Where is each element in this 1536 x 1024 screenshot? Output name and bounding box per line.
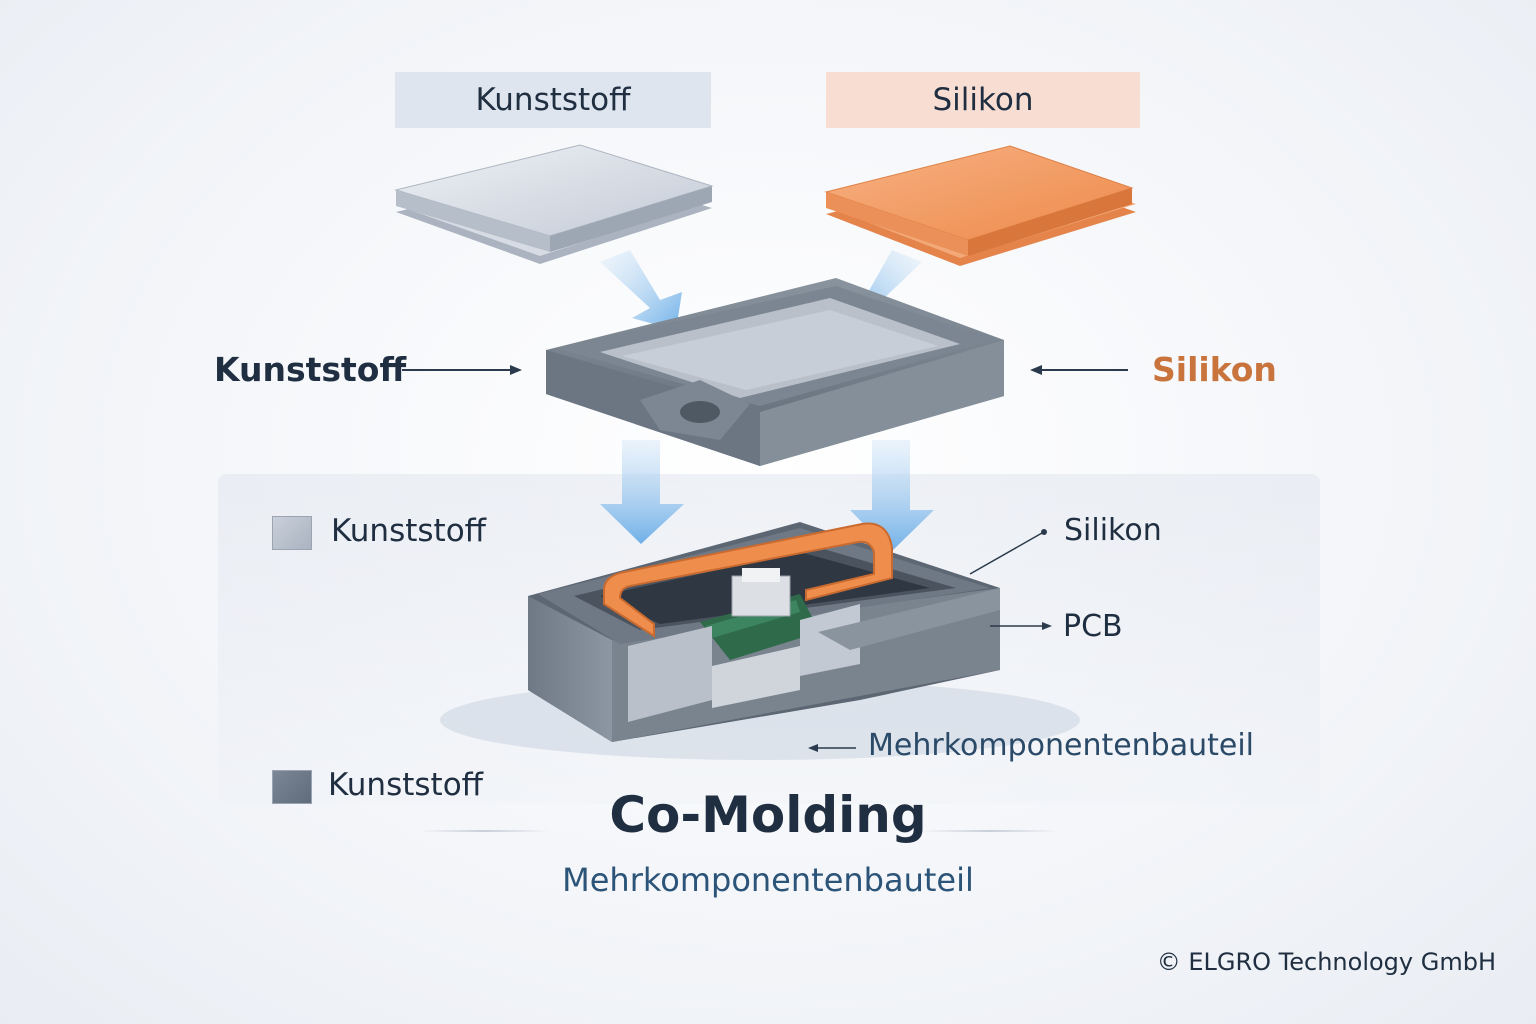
callout-pcb: PCB — [1063, 609, 1123, 644]
legend-label-light: Kunststoff — [331, 513, 487, 549]
mold-intermediate-part — [546, 278, 1004, 466]
silicone-seal — [603, 522, 893, 638]
pcb-component — [731, 575, 791, 617]
label-arrow-right — [1030, 365, 1128, 375]
side-label-kunststoff: Kunststoff — [214, 350, 407, 389]
leader-mehrkomponentenbauteil — [808, 744, 856, 752]
leader-silikon — [969, 529, 1047, 575]
legend-label-dark: Kunststoff — [328, 767, 484, 803]
label-arrow-left — [402, 365, 522, 375]
co-molded-part — [528, 522, 1000, 742]
title-rule-left — [420, 830, 550, 832]
callout-mehrkomponentenbauteil: Mehrkomponentenbauteil — [868, 728, 1255, 763]
callout-silikon: Silikon — [1064, 513, 1162, 548]
legend-swatch-dark — [272, 770, 312, 804]
tag-silikon: Silikon — [826, 72, 1140, 128]
leader-pcb — [990, 622, 1052, 630]
silikon-plate — [824, 145, 1136, 266]
tag-kunststoff: Kunststoff — [395, 72, 711, 128]
arrow-down-left — [600, 440, 684, 544]
title-rule-right — [920, 830, 1060, 832]
copyright-notice: © ELGRO Technology GmbH — [1156, 948, 1496, 976]
arrow-kunststoff-to-mold — [600, 250, 682, 330]
page-subtitle: Mehrkomponentenbauteil — [562, 861, 974, 899]
side-label-silikon: Silikon — [1152, 350, 1277, 389]
kunststoff-plate — [394, 144, 714, 264]
page-title: Co-Molding — [609, 786, 927, 844]
legend-swatch-light — [272, 516, 312, 550]
